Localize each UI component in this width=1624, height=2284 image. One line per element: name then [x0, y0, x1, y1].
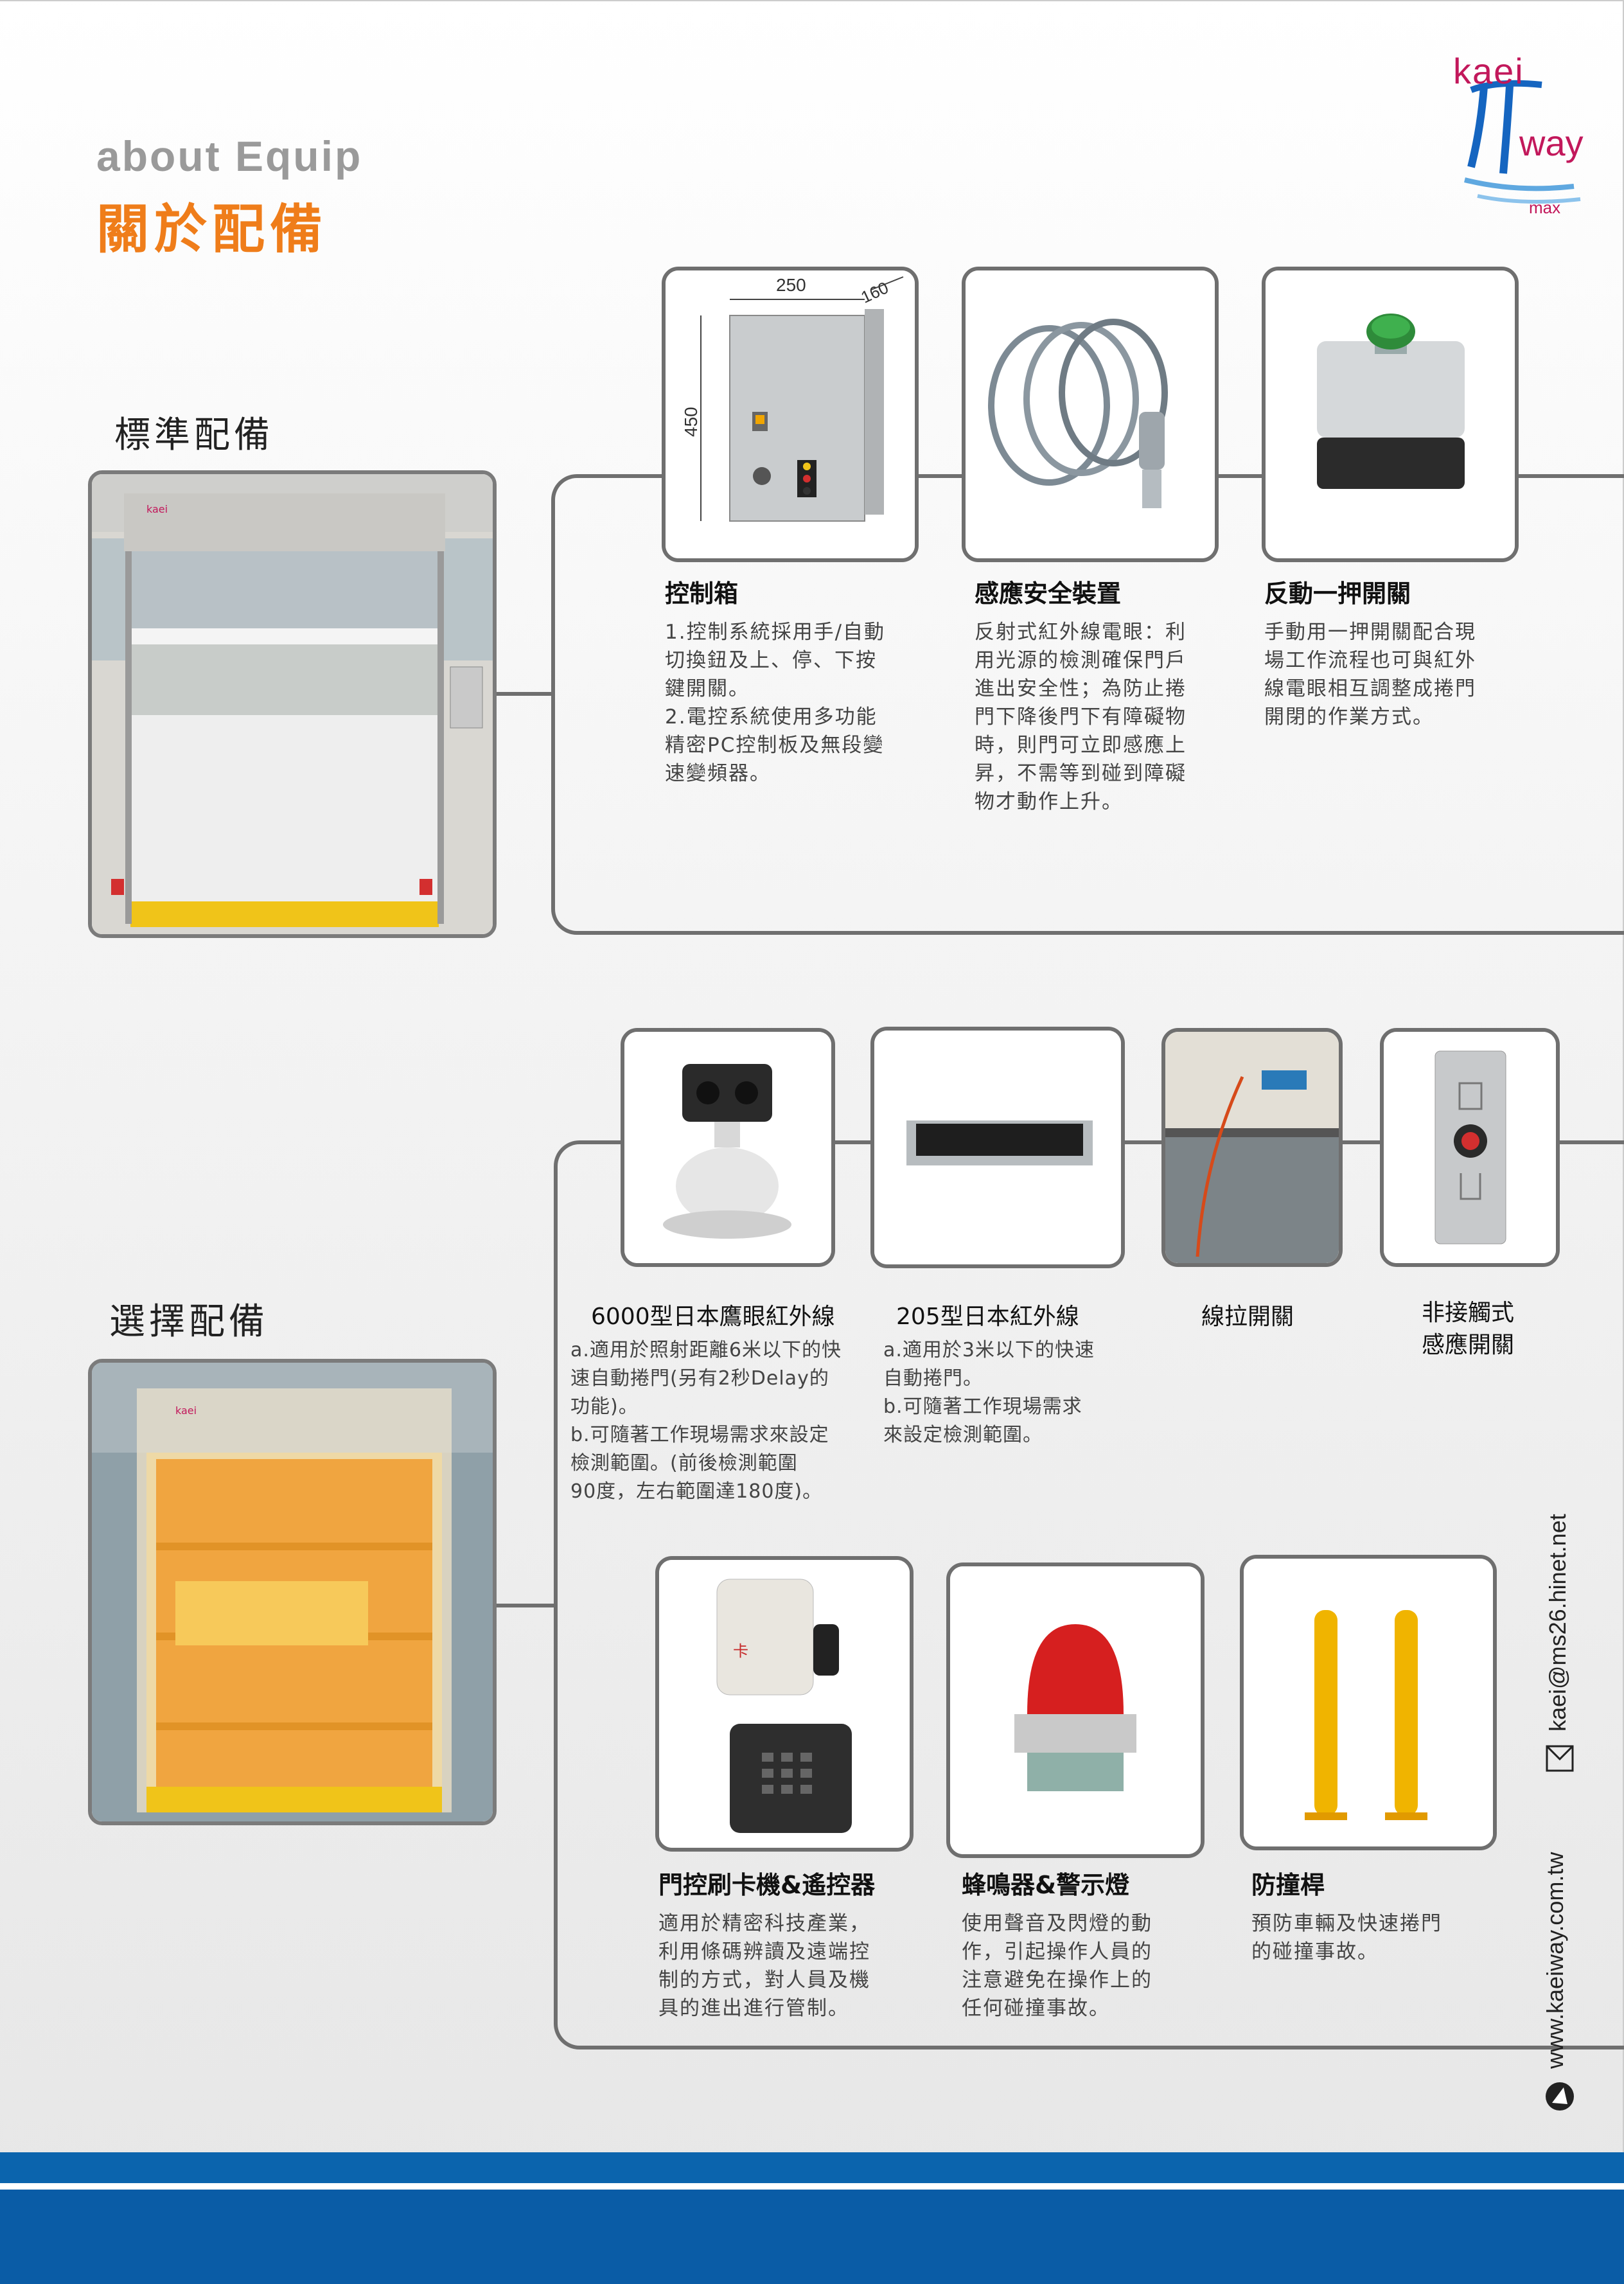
website-icon	[1542, 2078, 1578, 2114]
bottom-band-gap	[0, 2183, 1624, 2190]
buzzer-warning-light-image	[946, 1563, 1205, 1858]
standard-connector-stub	[497, 692, 553, 696]
svg-text:kaei: kaei	[175, 1404, 197, 1417]
optional-section-title: 選擇配備	[109, 1301, 269, 1343]
ir205-sensor-title: 205型日本紅外線	[896, 1304, 1079, 1330]
svg-text:kaei: kaei	[146, 503, 168, 515]
bottom-band-top	[0, 2152, 1624, 2183]
push-switch-title: 反動一押開關	[1264, 580, 1411, 608]
push-switch-image	[1262, 267, 1519, 562]
pull-switch-image	[1161, 1028, 1343, 1267]
logo-text-kaei: kaei	[1453, 51, 1524, 91]
email-text[interactable]: kaei@ms26.hinet.net	[1544, 1514, 1571, 1731]
touchless-switch-title-2: 感應開關	[1422, 1332, 1515, 1358]
standard-section-title: 標準配備	[114, 414, 274, 456]
control-box-title: 控制箱	[665, 580, 739, 608]
dim-width-label: 250	[776, 275, 806, 295]
svg-text:卡: 卡	[733, 1642, 748, 1660]
sensor-device-image	[962, 267, 1219, 562]
ir205-sensor-desc: a.適用於3米以下的快速 自動捲門。 b.可隨著工作現場需求 來設定檢測範圍。	[883, 1339, 1095, 1446]
crash-bollard-image	[1240, 1555, 1497, 1850]
standard-door-photo: kaei	[88, 470, 497, 938]
control-box-image	[662, 267, 919, 562]
touchless-switch-title-1: 非接觸式	[1422, 1300, 1515, 1326]
touchless-switch-image	[1380, 1028, 1560, 1267]
pull-switch-title: 線拉開關	[1201, 1304, 1294, 1330]
hawkeye-sensor-title: 6000型日本鷹眼紅外線	[591, 1304, 835, 1330]
company-logo: max	[1445, 45, 1600, 225]
buzzer-warning-light-desc: 使用聲音及閃燈的動 作，引起操作人員的 注意避免在操作上的 任何碰撞事故。	[962, 1912, 1152, 2020]
dim-height-label: 450	[681, 407, 701, 437]
optional-door-photo: kaei	[88, 1359, 497, 1825]
heading-en: about Equip	[96, 132, 363, 180]
sensor-device-title: 感應安全裝置	[975, 580, 1122, 608]
card-reader-remote-image: 卡	[655, 1556, 914, 1852]
logo-text-way: way	[1519, 123, 1584, 163]
crash-bollard-desc: 預防車輛及快速捲門 的碰撞事故。	[1251, 1912, 1442, 1963]
card-reader-remote-title: 門控刷卡機&遙控器	[658, 1871, 876, 1899]
buzzer-warning-light-title: 蜂鳴器&警示燈	[962, 1871, 1130, 1899]
control-box-desc: 1.控制系統採用手/自動 切換鈕及上、停、下按 鍵開關。 2.電控系統使用多功能…	[665, 621, 886, 785]
svg-text:max: max	[1529, 198, 1560, 217]
card-reader-remote-desc: 適用於精密科技產業， 利用條碼辨讀及遠端控 制的方式，對人員及機 具的進出進行管…	[658, 1912, 870, 2020]
hawkeye-sensor-desc: a.適用於照射距離6米以下的快 速自動捲門(另有2秒Delay的 功能)。 b.…	[570, 1339, 842, 1503]
sensor-device-desc: 反射式紅外線電眼：利 用光源的檢測確保門戶 進出安全性；為防止捲 門下降後門下有…	[975, 621, 1187, 813]
crash-bollard-title: 防撞桿	[1251, 1871, 1325, 1899]
optional-connector-stub	[497, 1604, 556, 1607]
page-frame	[0, 0, 1624, 2154]
bottom-band-bottom	[0, 2190, 1624, 2284]
email-icon	[1544, 1742, 1575, 1775]
website-text[interactable]: www.kaeiway.com.tw	[1542, 1852, 1568, 2069]
ir205-sensor-image	[870, 1027, 1125, 1268]
push-switch-desc: 手動用一押開關配合現 場工作流程也可與紅外 線電眼相互調整成捲門 開閉的作業方式…	[1264, 621, 1476, 729]
heading-zh: 關於配備	[96, 199, 328, 260]
hawkeye-sensor-image	[621, 1028, 835, 1267]
